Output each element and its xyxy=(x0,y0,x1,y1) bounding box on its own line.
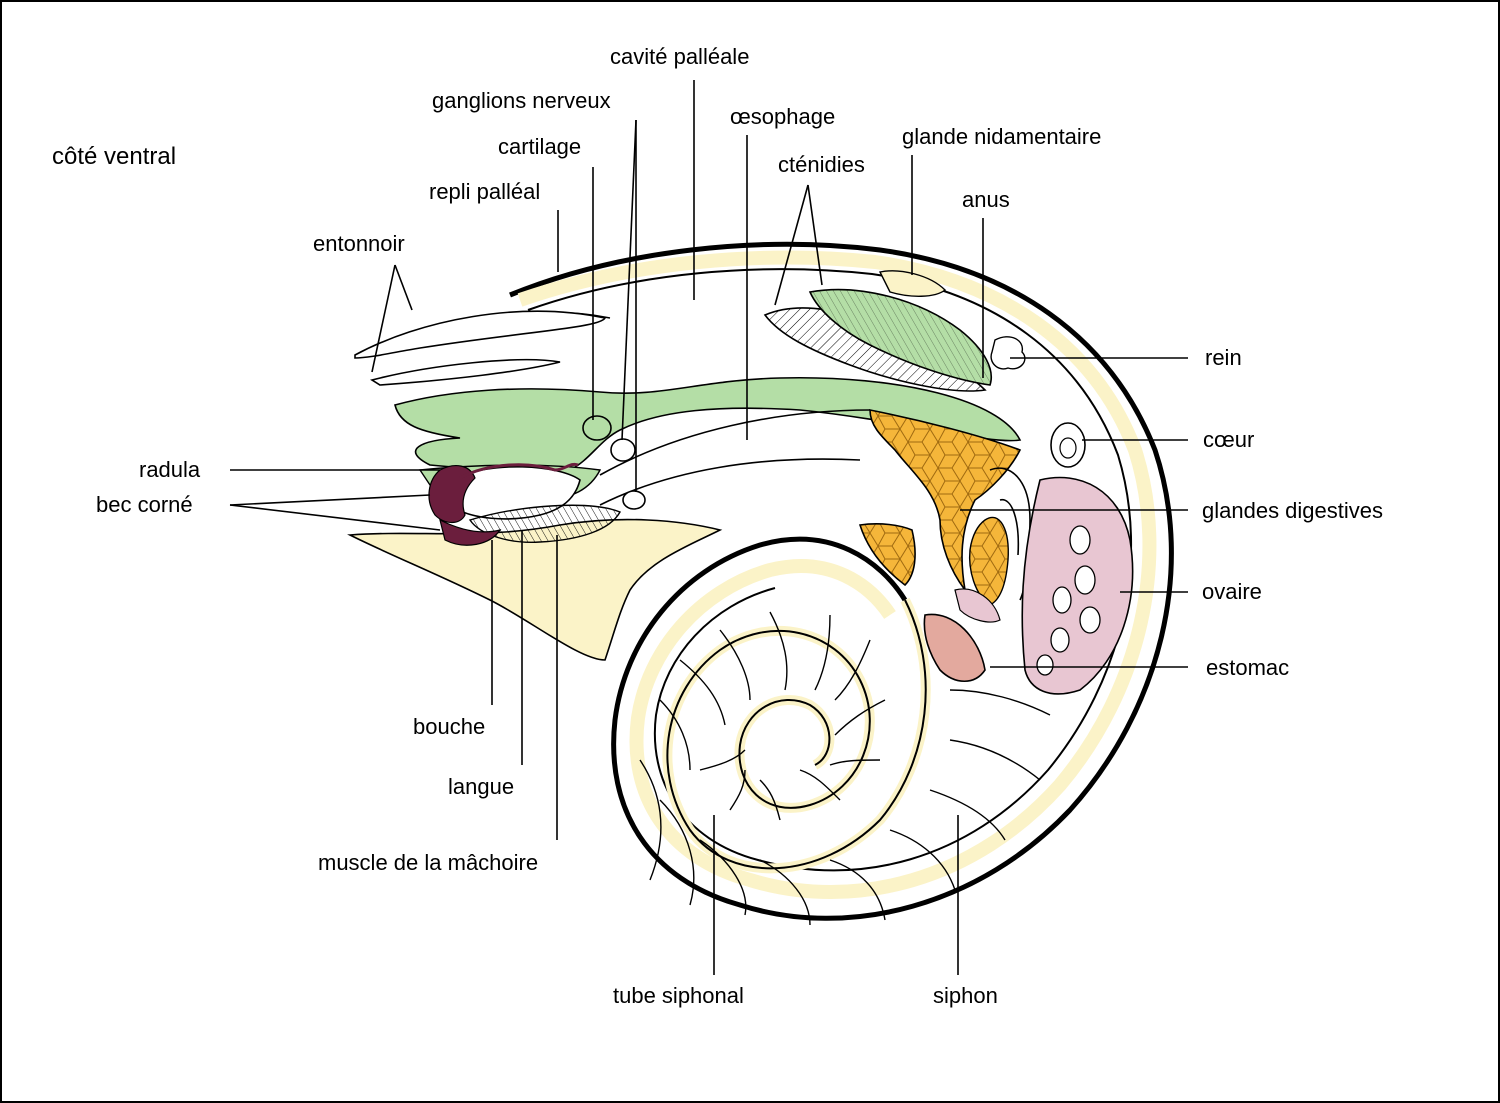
stomach xyxy=(923,613,986,683)
heart-inner xyxy=(1059,437,1077,459)
label-langue: langue xyxy=(448,774,515,799)
stomach-pink-2 xyxy=(954,588,1001,623)
label-glandes-digestives: glandes digestives xyxy=(1202,498,1384,523)
radula-curve xyxy=(459,462,579,480)
leader-lines xyxy=(229,80,1188,975)
label-cartilage: cartilage xyxy=(498,134,582,159)
shell-inner-band-edge xyxy=(527,268,1133,872)
label-tube-siphonal: tube siphonal xyxy=(613,983,744,1008)
horny-beak-lower xyxy=(439,518,502,546)
spiral-whorl-line xyxy=(666,599,927,870)
septa-lines xyxy=(639,611,1051,926)
gill-green-hatch xyxy=(810,289,992,385)
nidamental-gland xyxy=(878,270,947,297)
label-radula: radula xyxy=(139,457,201,482)
funnel-lower xyxy=(369,358,561,386)
ovary-lobes xyxy=(1036,525,1101,676)
label-ctenidies: cténidies xyxy=(778,152,865,177)
label-siphon: siphon xyxy=(933,983,998,1008)
label-anus: anus xyxy=(962,187,1010,212)
kidney xyxy=(990,336,1026,370)
horny-beak xyxy=(428,464,476,524)
spiral-whorl xyxy=(662,597,931,874)
label-estomac: estomac xyxy=(1206,655,1290,680)
label-rein: rein xyxy=(1205,345,1242,370)
orientation-label: côté ventral xyxy=(52,143,177,170)
digestive-gland-upper xyxy=(869,409,1022,591)
oesophagus-tube xyxy=(599,409,871,506)
label-ovaire: ovaire xyxy=(1202,579,1262,604)
funnel-shape xyxy=(354,310,607,359)
digestive-gland-lower xyxy=(858,523,916,587)
heart xyxy=(1050,422,1086,468)
shell-inner-band xyxy=(517,250,1157,900)
label-glande-nidamentaire: glande nidamentaire xyxy=(902,124,1102,149)
label-entonnoir: entonnoir xyxy=(313,231,405,256)
label-ganglions-nerveux: ganglions nerveux xyxy=(432,88,611,113)
jaw-muscle xyxy=(468,504,621,543)
label-bec-corne: bec corné xyxy=(96,492,193,517)
label-repli-palleal: repli palléal xyxy=(429,179,541,204)
cartilage-shape xyxy=(582,415,612,441)
label-muscle-machoire: muscle de la mâchoire xyxy=(318,850,539,875)
label-cavite-palleale: cavité palléale xyxy=(610,44,750,69)
label-coeur: cœur xyxy=(1203,427,1255,452)
ganglion-upper xyxy=(610,438,636,462)
ganglion-lower xyxy=(622,490,646,510)
label-bouche: bouche xyxy=(413,714,486,739)
label-oesophage: œsophage xyxy=(730,104,836,129)
shell-outer-whorl xyxy=(509,241,1174,921)
